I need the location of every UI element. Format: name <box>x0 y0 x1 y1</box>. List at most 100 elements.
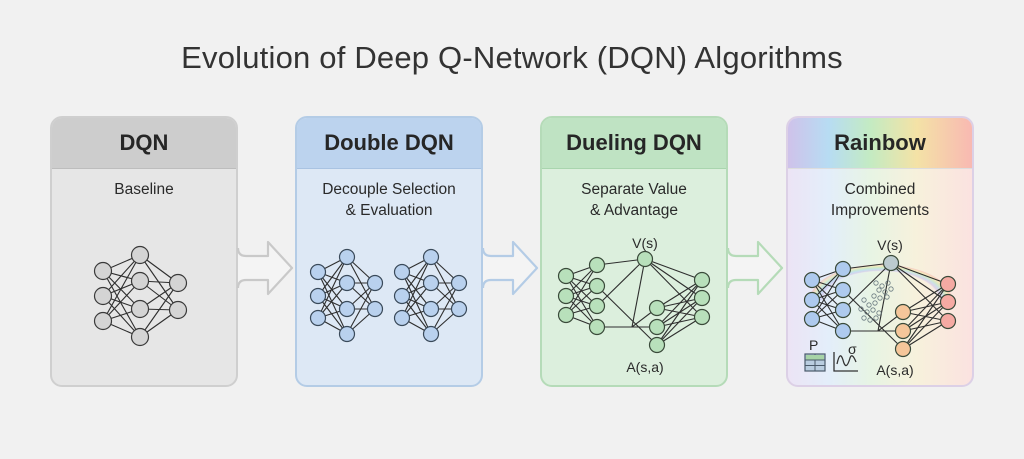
network-double-2 <box>393 248 468 343</box>
node <box>130 299 150 319</box>
distribution-dot <box>877 295 883 301</box>
distribution-dot <box>861 315 867 321</box>
stage-description-rainbow: Combined Improvements <box>788 179 972 221</box>
description-line: Decouple Selection <box>322 181 456 198</box>
network-dueling-edges <box>565 258 703 346</box>
arrow-1 <box>481 240 539 296</box>
stage-description-double-dqn: Decouple Selection & Evaluation <box>297 179 481 221</box>
node <box>803 291 821 309</box>
network-double-1 <box>309 248 384 343</box>
distribution-dot <box>871 293 877 299</box>
node <box>648 299 666 317</box>
node <box>93 261 113 281</box>
distribution-dot <box>864 309 870 315</box>
network-dqn <box>93 245 188 347</box>
network-rainbow <box>803 254 957 358</box>
distribution-dot <box>879 283 885 289</box>
node <box>130 327 150 347</box>
value-label-rainbow: V(s) <box>877 237 903 253</box>
edge <box>430 282 460 335</box>
network-double-2-edges <box>401 256 460 335</box>
edge <box>317 256 348 297</box>
edge <box>596 285 658 346</box>
noisy-net-icon: σ <box>833 341 858 372</box>
edge <box>644 258 703 281</box>
node <box>422 325 440 343</box>
distribution-dot <box>861 297 867 303</box>
edge <box>596 258 646 307</box>
node <box>636 250 654 268</box>
node <box>882 254 900 272</box>
node <box>648 336 666 354</box>
node <box>939 293 957 311</box>
edge <box>842 289 904 350</box>
node <box>309 287 327 305</box>
node <box>422 274 440 292</box>
description-line: Separate Value <box>581 181 687 198</box>
arrow-0 <box>236 240 294 296</box>
node <box>338 300 356 318</box>
distribution-clusters <box>858 280 894 323</box>
node <box>939 312 957 330</box>
node <box>557 306 575 324</box>
edge <box>317 256 348 319</box>
node <box>93 286 113 306</box>
node <box>450 300 468 318</box>
edge <box>565 264 598 316</box>
stage-description-dqn: Baseline <box>52 179 236 200</box>
node <box>309 263 327 281</box>
node <box>557 287 575 305</box>
description-line: Baseline <box>114 181 174 198</box>
edge <box>631 258 646 328</box>
node <box>393 287 411 305</box>
edge <box>890 262 949 285</box>
node <box>939 275 957 293</box>
node <box>648 318 666 336</box>
node <box>93 311 113 331</box>
node <box>693 308 711 326</box>
edge <box>890 262 949 303</box>
edge <box>102 295 141 338</box>
edge <box>102 254 141 297</box>
stage-header-rainbow: Rainbow <box>788 118 972 169</box>
edge <box>902 283 949 313</box>
networks-group <box>93 245 957 358</box>
stage-card-dueling-dqn: Dueling DQN Separate Value & Advantage <box>540 116 728 387</box>
node <box>693 289 711 307</box>
node <box>693 271 711 289</box>
edge <box>644 258 703 299</box>
distribution-dot <box>866 302 872 308</box>
edge <box>656 297 703 346</box>
stage-description-dueling-dqn: Separate Value & Advantage <box>542 179 726 221</box>
distribution-dot <box>884 294 890 300</box>
node <box>130 245 150 265</box>
prioritized-replay-icon: P <box>804 337 826 372</box>
edge <box>842 262 892 311</box>
node <box>588 277 606 295</box>
node <box>338 325 356 343</box>
distribution-dot <box>870 307 876 313</box>
description-line: & Evaluation <box>345 202 433 219</box>
node <box>338 248 356 266</box>
node <box>803 271 821 289</box>
node <box>422 248 440 266</box>
distribution-dot <box>872 300 878 306</box>
node <box>588 256 606 274</box>
distribution-dot <box>876 310 882 316</box>
stage-card-double-dqn: Double DQN Decouple Selection & Evaluati… <box>295 116 483 387</box>
network-dqn-edges <box>102 254 179 338</box>
node <box>338 274 356 292</box>
edge <box>401 256 432 297</box>
priority-label: P <box>809 337 818 353</box>
node <box>894 322 912 340</box>
distribution-dot <box>888 286 894 292</box>
distribution-dot <box>876 287 882 293</box>
node <box>588 318 606 336</box>
stage-header-dueling-dqn: Dueling DQN <box>542 118 726 169</box>
edge <box>902 283 949 332</box>
node <box>834 260 852 278</box>
edge <box>102 270 141 338</box>
distribution-dot <box>873 280 879 286</box>
distribution-dot <box>885 280 891 286</box>
edge <box>902 283 949 350</box>
